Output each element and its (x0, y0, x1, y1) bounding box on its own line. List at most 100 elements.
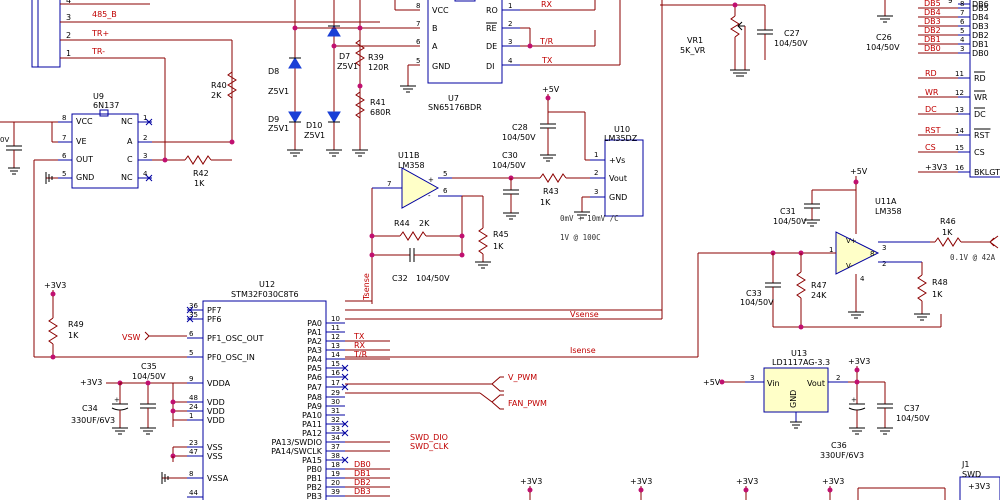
u9-optocoupler: U9 6N137 VCC VE OUT GND NC A C NC 8 7 6 … (0, 71, 237, 357)
svg-text:104/50V: 104/50V (502, 133, 536, 142)
temperature-sense-circuit: +5V C28 104/50V U10 LM35DZ +Vs Vout GND … (362, 85, 644, 304)
svg-text:+3V3: +3V3 (520, 477, 542, 486)
lcd-pin-number: 16 (955, 164, 964, 172)
svg-text:104/50V: 104/50V (132, 372, 166, 381)
svg-text:NC: NC (121, 173, 133, 182)
u13-ldo: U13 LD1117AG-3.3 Vin Vout GND 3 2 +5V +3… (703, 349, 930, 460)
net-vsense: Vsense (570, 310, 599, 319)
svg-text:U11B: U11B (398, 151, 420, 160)
lcd-pin-name: DB3 (972, 22, 989, 31)
svg-text:VR1: VR1 (687, 36, 703, 45)
svg-text:1K: 1K (932, 290, 943, 299)
lcd-pin-name: CS (974, 148, 985, 157)
svg-text:2: 2 (836, 374, 840, 382)
no-connect-mark (341, 420, 349, 428)
svg-text:C34: C34 (82, 404, 98, 413)
u12-pin-number: 6 (189, 330, 194, 338)
mcu-net-label: SWD_CLK (410, 442, 449, 451)
svg-text:1: 1 (143, 114, 147, 122)
u12-pin-name: VSS (207, 452, 223, 461)
lcd-pin-name: DB5 (972, 4, 989, 13)
lcd-pin-number: 7 (960, 9, 964, 17)
mcu-decoupling: +3V3 + C34 330UF/6V3 C35 104/50V (71, 362, 187, 484)
svg-text:104/50V: 104/50V (866, 43, 900, 52)
svg-text:+5V: +5V (703, 378, 721, 387)
svg-text:2K: 2K (211, 91, 222, 100)
svg-text:C30: C30 (502, 151, 518, 160)
svg-text:R49: R49 (68, 320, 84, 329)
svg-text:2: 2 (66, 31, 71, 40)
svg-text:C37: C37 (904, 404, 920, 413)
svg-text:5: 5 (416, 57, 420, 65)
u9-ref: U9 (93, 92, 104, 101)
lcd-pin-name: DB4 (972, 13, 989, 22)
svg-text:D7: D7 (339, 52, 350, 61)
u12-pin-name: PA11 (302, 420, 322, 429)
net-trplus: TR+ (91, 29, 109, 38)
svg-text:Z5V1: Z5V1 (337, 62, 358, 71)
svg-text:1: 1 (66, 49, 71, 58)
u12-pin-name: PA1 (307, 328, 322, 337)
current-sense-circuit: +5V C31 104/50V U11A LM358 V+ V- 8 4 1 3… (697, 167, 999, 357)
svg-text:104/50V: 104/50V (492, 161, 526, 170)
mcu-net-label: T/R (353, 350, 368, 359)
svg-text:+: + (114, 396, 120, 404)
u12-pin-number: 36 (189, 302, 198, 310)
r49-pullup: +3V3 R49 1K VSW (34, 281, 187, 360)
svg-text:+3V3: +3V3 (968, 482, 990, 491)
svg-text:Vin: Vin (767, 379, 780, 388)
svg-text:1K: 1K (942, 228, 953, 237)
u12-pin-number: 10 (331, 315, 340, 323)
svg-text:GND: GND (432, 62, 450, 71)
u12-pin-name: VSS (207, 443, 223, 452)
svg-text:6: 6 (443, 187, 448, 195)
u12-pin-name: VDD (207, 416, 225, 425)
svg-text:330UF/6V3: 330UF/6V3 (71, 416, 115, 425)
u12-pin-number: 29 (331, 389, 340, 397)
svg-text:VE: VE (76, 137, 87, 146)
u12-pin-name: PB2 (307, 483, 322, 492)
svg-text:Z5V1: Z5V1 (268, 124, 289, 133)
mcu-nets: Vsense Isense V_PWM FAN_PWM (345, 0, 698, 410)
svg-text:3: 3 (750, 374, 754, 382)
svg-text:0V: 0V (0, 136, 9, 144)
svg-text:R45: R45 (493, 230, 509, 239)
lcd-pin-number: 4 (960, 36, 965, 44)
u12-pin-name: PA0 (307, 319, 322, 328)
svg-text:C36: C36 (831, 441, 847, 450)
svg-text:R42: R42 (193, 169, 209, 178)
net-trminus: TR- (91, 47, 105, 56)
u12-pin-number: 14 (331, 351, 340, 359)
u12-pin-number: 44 (189, 489, 198, 497)
no-connect-mark (186, 306, 194, 314)
svg-text:+3V3: +3V3 (848, 357, 870, 366)
u12-pin-number: 32 (331, 416, 340, 424)
svg-text:R43: R43 (543, 187, 559, 196)
u12-pin-name: VSSA (207, 474, 229, 483)
u12-pin-name: VDD (207, 407, 225, 416)
net-vsw: VSW (122, 333, 141, 342)
u12-pin-number: 11 (331, 324, 340, 332)
svg-text:OUT: OUT (76, 155, 93, 164)
net-v-pwm: V_PWM (508, 373, 537, 382)
svg-text:2K: 2K (419, 219, 430, 228)
u12-pin-number: 48 (189, 394, 198, 402)
net-fan-pwm: FAN_PWM (508, 399, 547, 408)
lcd-pin-name: WR (974, 93, 988, 102)
svg-text:3: 3 (882, 244, 886, 252)
svg-text:U13: U13 (791, 349, 807, 358)
u12-pin-name: PF1_OSC_OUT (207, 334, 264, 343)
lcd-net-label: DB4 (924, 8, 941, 17)
svg-text:+3V3: +3V3 (80, 378, 102, 387)
svg-text:1K: 1K (194, 179, 205, 188)
no-connect-mark (186, 315, 194, 323)
u12-pin-number: 17 (331, 379, 340, 387)
vr1-trimmer: VR1 5K_VR C27 104/50V C26 104/50V (660, 0, 900, 77)
u9-part: 6N137 (93, 101, 119, 110)
u12-pin-name: PA8 (307, 393, 322, 402)
u12-pin-number: 16 (331, 369, 340, 377)
u12-pin-name: PA2 (307, 337, 322, 346)
svg-text:2: 2 (594, 169, 598, 177)
lcd-net-label: DB5 (924, 0, 941, 8)
